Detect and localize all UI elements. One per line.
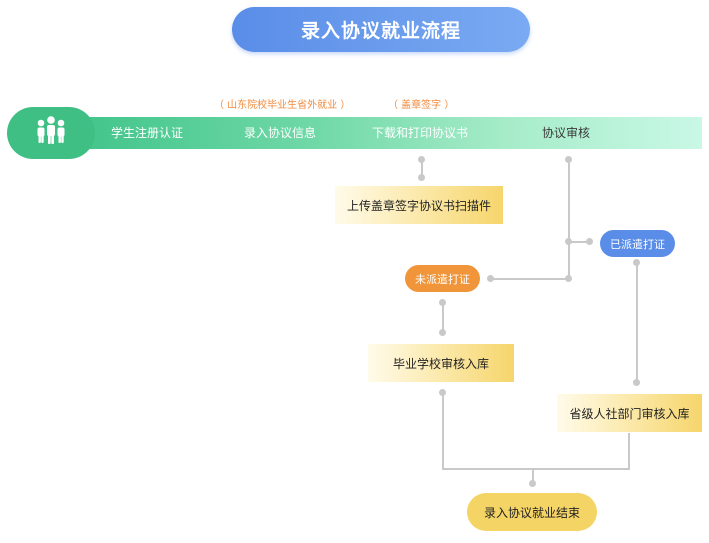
connector-dot (565, 238, 572, 245)
connector-dot (418, 156, 425, 163)
people-group-icon (37, 116, 65, 144)
people-icon-badge (7, 107, 95, 159)
connector-to-sent (568, 241, 588, 243)
connector-download-upload (421, 159, 423, 177)
node-province-review: 省级人社部门审核入库 (557, 394, 702, 432)
connector-dot (565, 156, 572, 163)
connector-dot (529, 480, 536, 487)
node-sent: 已派遣打证 (600, 230, 675, 257)
process-band (50, 117, 702, 149)
connector-dot (439, 299, 446, 306)
connector-review-trunk (568, 159, 570, 279)
flow-title: 录入协议就业流程 (232, 7, 530, 52)
connector-dot (418, 174, 425, 181)
connector-not-sent-school (442, 302, 444, 332)
note-seal-sign: （ 盖章签字 ） (388, 100, 455, 111)
connector-dot (633, 259, 640, 266)
step-student-registration: 学生注册认证 (111, 126, 184, 140)
node-school-review: 毕业学校审核入库 (368, 344, 514, 382)
connector-merge-end (532, 468, 534, 484)
node-end: 录入协议就业结束 (467, 493, 597, 531)
node-upload-scan: 上传盖章签字协议书扫描件 (335, 186, 503, 224)
connector-to-not-sent (490, 278, 570, 280)
connector-sent-province (636, 262, 638, 382)
step-download-print: 下载和打印协议书 (372, 126, 469, 140)
node-not-sent: 未派遣打证 (405, 265, 480, 292)
connector-school-merge (442, 392, 444, 470)
connector-dot (439, 389, 446, 396)
connector-merge (442, 468, 630, 470)
connector-dot (586, 238, 593, 245)
connector-dot (565, 275, 572, 282)
connector-dot (439, 329, 446, 336)
connector-dot (487, 275, 494, 282)
connector-dot (633, 379, 640, 386)
connector-province-merge (628, 433, 630, 470)
step-enter-agreement: 录入协议信息 (244, 126, 317, 140)
step-agreement-review: 协议审核 (542, 126, 591, 140)
note-out-of-province: （ 山东院校毕业生省外就业 ） (214, 100, 351, 111)
